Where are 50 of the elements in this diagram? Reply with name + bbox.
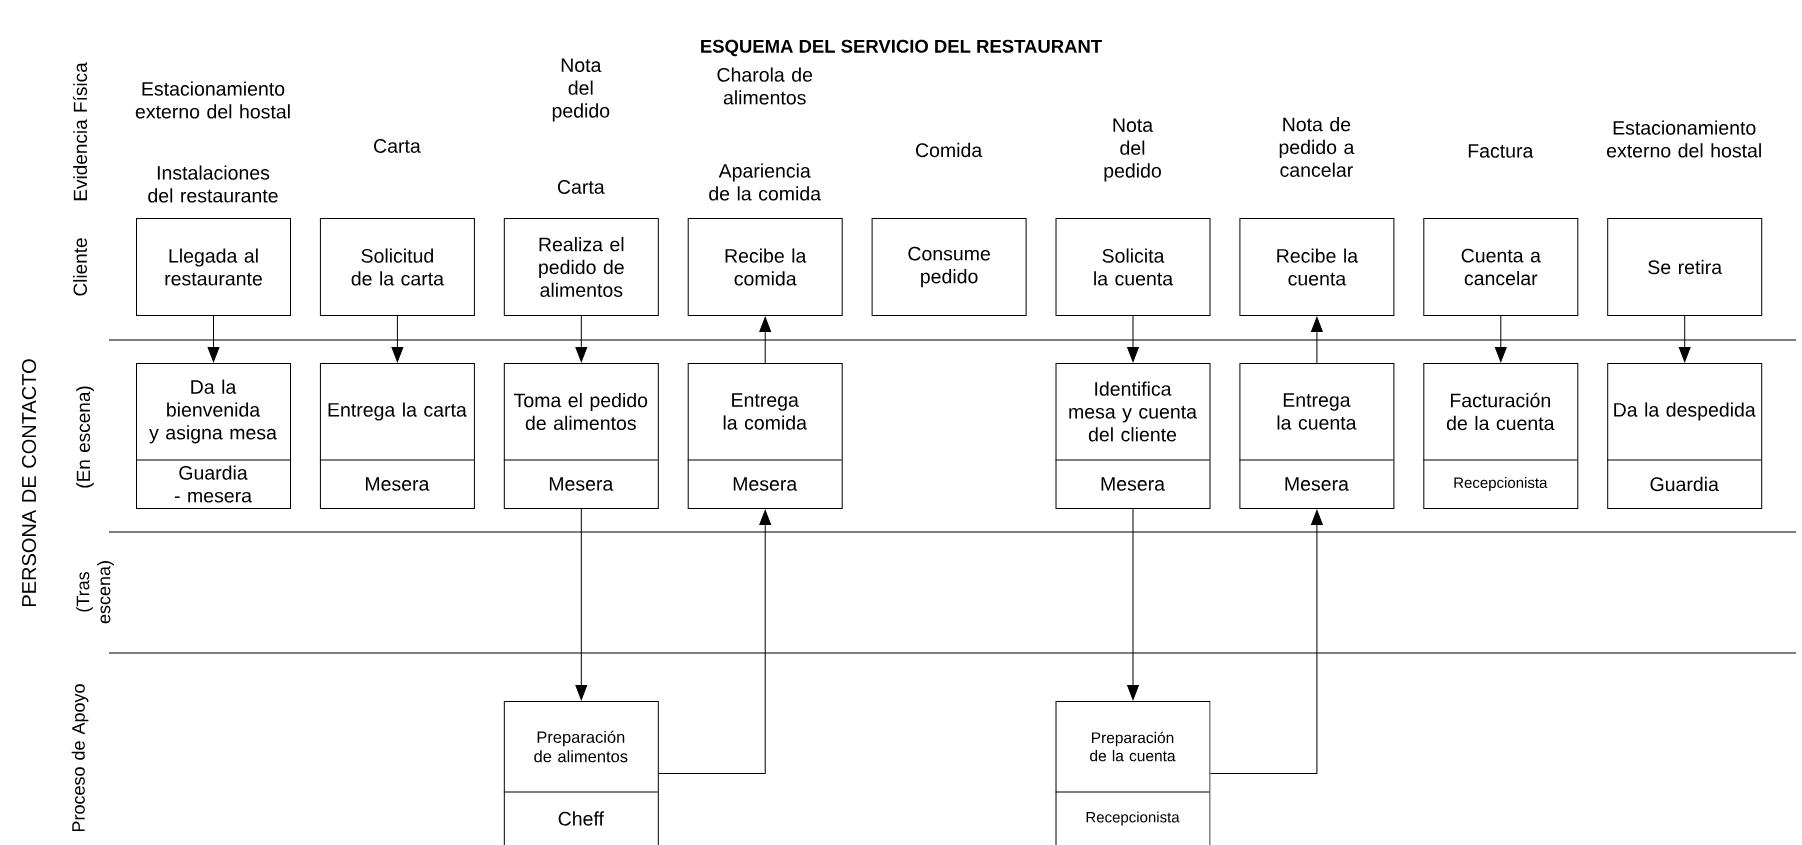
role-box: Da la bienvenida y asigna mesa Guardia - mesera (135, 363, 291, 509)
step-box: Realiza el pedido de alimentos (503, 218, 659, 316)
arrow (1678, 315, 1691, 363)
step-box: Solicitud de la carta (319, 218, 475, 316)
arrow (1311, 316, 1323, 364)
role-box: Da la despedida Guardia (1606, 363, 1763, 509)
evidence-label: Nota del pedido (552, 58, 610, 122)
evidence-label: Carta (374, 139, 421, 153)
lane-label: Cliente (73, 238, 87, 296)
evidence-label: Nota de pedido a cancelar (1279, 117, 1355, 177)
arrow (575, 315, 588, 363)
arrow (1494, 315, 1507, 363)
evidence-label: Instalaciones del restaurante (148, 165, 278, 203)
evidence-label: Comida (916, 142, 983, 158)
lane-label: (En escena) (76, 386, 94, 488)
lane-label: PERSONA DE CONTACTO (21, 359, 37, 606)
step-box: Solicita la cuenta (1055, 218, 1211, 316)
evidence-label: Factura (1468, 144, 1534, 158)
step-box: Recibe la cuenta (1239, 218, 1395, 316)
arrow (391, 315, 404, 363)
role-box: Preparación de alimentos Cheff (503, 701, 659, 845)
role-box: Entrega la carta Mesera (319, 363, 475, 509)
role-box: Entrega la comida Mesera (687, 363, 843, 509)
role-box: Facturación de la cuenta Recepcionista (1422, 363, 1579, 509)
evidence-label: Estacionamiento externo del hostal (135, 81, 290, 119)
arrow (759, 316, 772, 364)
evidence-label: Carta (557, 180, 605, 194)
role-box: Entrega la cuenta Mesera (1238, 363, 1395, 509)
evidence-label: Charola de alimentos (717, 67, 813, 105)
evidence-label: Estacionamiento externo del hostal (1607, 120, 1761, 158)
lane-label: Evidencia Física (72, 62, 88, 201)
role-box: Preparación de la cuenta Recepcionista (1055, 701, 1211, 845)
role-box: Identifica mesa y cuenta del cliente Mesera (1055, 363, 1211, 509)
lane-label: (Tras escena) (76, 561, 114, 624)
arrow (658, 509, 772, 774)
evidence-label: Nota del pedido (1104, 118, 1161, 182)
evidence-label: Apariencia de la comida (709, 163, 822, 201)
arrow (1127, 508, 1139, 701)
arrow (575, 508, 588, 701)
title: ESQUEMA DEL SERVICIO DEL RESTAURANT (701, 39, 1102, 57)
arrow (1127, 315, 1139, 363)
step-box: Cuenta a cancelar (1423, 218, 1579, 316)
step-box: Recibe la comida (687, 218, 843, 316)
role-box: Toma el pedido de alimentos Mesera (503, 363, 659, 509)
step-box: Llegada al restaurante (136, 218, 291, 316)
step-box: Se retira (1607, 218, 1763, 316)
step-box: Consume pedido (871, 218, 1027, 316)
lane-label: Proceso de Apoyo (71, 684, 89, 832)
arrow (1210, 509, 1323, 774)
arrow (207, 315, 220, 363)
